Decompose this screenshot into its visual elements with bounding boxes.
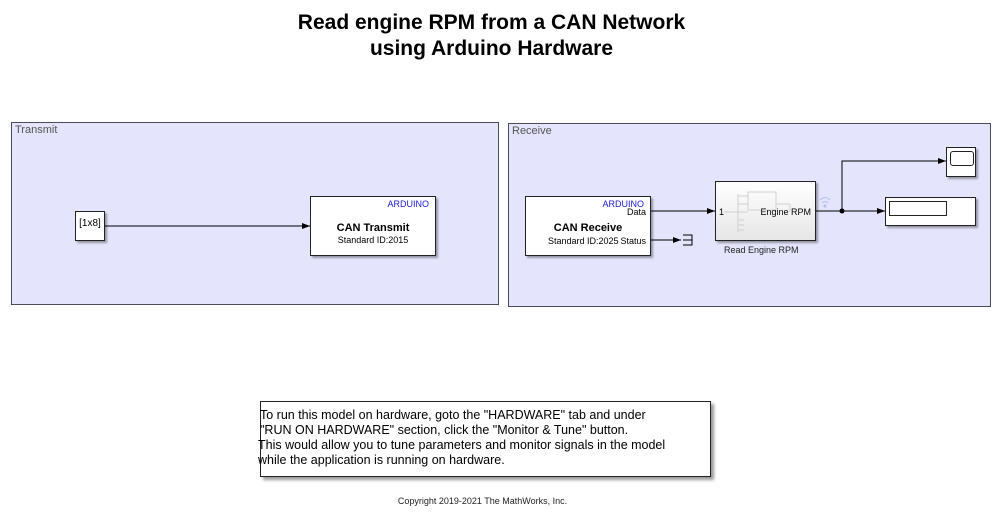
note-line-4: while the application is running on hard… bbox=[258, 453, 505, 467]
branch-point bbox=[839, 208, 845, 214]
subsystem-preview-icon bbox=[724, 191, 791, 232]
signal-rpm-to-scope bbox=[841, 158, 946, 211]
display-block[interactable] bbox=[885, 197, 976, 226]
scope-icon bbox=[950, 151, 974, 166]
can-transmit-id: Standard ID:2015 bbox=[337, 235, 409, 245]
model-title: Read engine RPM from a CAN Network using… bbox=[0, 10, 983, 62]
constant-block[interactable]: [1x8] bbox=[75, 211, 105, 241]
can-receive-brand: ARDUINO bbox=[602, 199, 644, 209]
can-receive-data-port: Data bbox=[626, 207, 646, 217]
title-line-1: Read engine RPM from a CAN Network bbox=[297, 11, 686, 34]
signal-logging-icon bbox=[819, 197, 831, 208]
constant-value: [1x8] bbox=[79, 218, 101, 229]
subsystem-input-port: 1 bbox=[719, 207, 725, 217]
scope-block[interactable] bbox=[946, 147, 976, 177]
can-receive-name: CAN Receive bbox=[553, 222, 623, 234]
subsystem-output-port: Engine RPM bbox=[760, 207, 811, 217]
hardware-instructions-note: To run this model on hardware, goto the … bbox=[258, 401, 711, 477]
read-engine-rpm-subsystem[interactable]: 1 Engine RPM bbox=[715, 181, 816, 241]
can-transmit-block[interactable]: ARDUINO CAN Transmit Standard ID:2015 bbox=[310, 196, 436, 256]
can-receive-id: Standard ID:2025 bbox=[548, 236, 619, 246]
can-transmit-name: CAN Transmit bbox=[336, 222, 410, 234]
read-engine-rpm-caption: Read Engine RPM bbox=[724, 245, 799, 255]
can-receive-block[interactable]: ARDUINO Data CAN Receive Standard ID:202… bbox=[525, 196, 651, 256]
can-receive-status-port: Status bbox=[620, 236, 646, 246]
receive-area-label: Receive bbox=[512, 125, 552, 137]
title-line-2: using Arduino Hardware bbox=[369, 37, 614, 60]
note-line-1: To run this model on hardware, goto the … bbox=[260, 408, 646, 422]
note-line-2: "RUN ON HARDWARE" section, click the "Mo… bbox=[260, 423, 629, 437]
terminator-icon bbox=[683, 234, 693, 246]
can-transmit-brand: ARDUINO bbox=[387, 199, 429, 209]
display-icon bbox=[889, 201, 947, 216]
note-line-3: This would allow you to tune parameters … bbox=[258, 438, 666, 452]
transmit-area-label: Transmit bbox=[15, 124, 58, 136]
copyright-text: Copyright 2019-2021 The MathWorks, Inc. bbox=[397, 496, 568, 506]
